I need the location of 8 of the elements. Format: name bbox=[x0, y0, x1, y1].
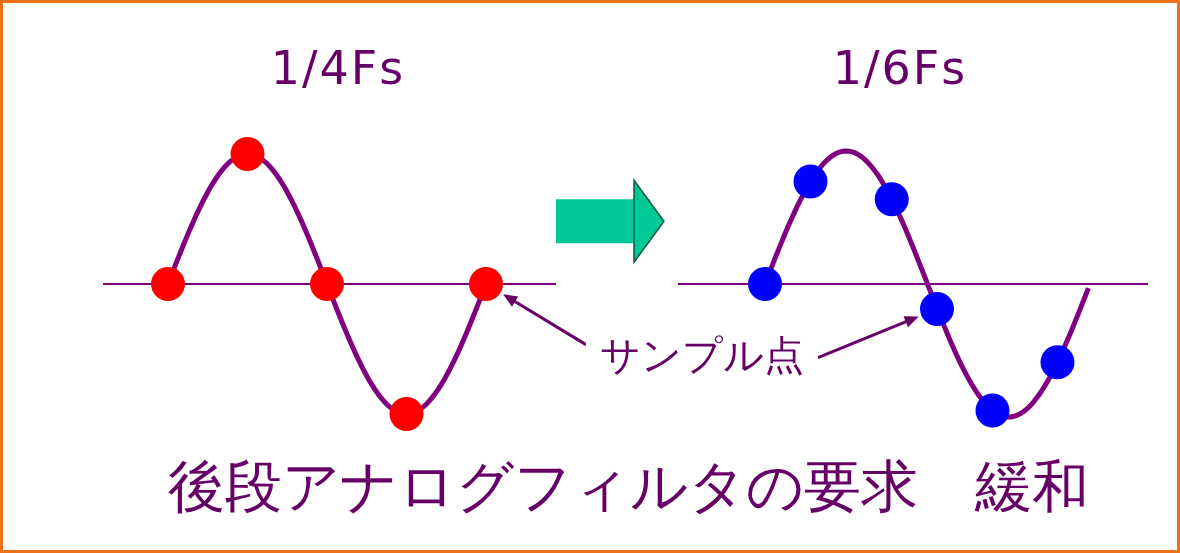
sampling-rate-heading: 1/6Fs bbox=[832, 41, 968, 95]
leader-line bbox=[503, 294, 587, 346]
caption-text: 後段アナログフィルタの要求 緩和 bbox=[166, 452, 1090, 521]
sample-point bbox=[469, 267, 503, 301]
sampling-rate-heading: 1/4Fs bbox=[270, 41, 406, 95]
block-arrow bbox=[556, 179, 665, 263]
sample-point bbox=[920, 291, 955, 326]
leader-line bbox=[817, 316, 919, 359]
